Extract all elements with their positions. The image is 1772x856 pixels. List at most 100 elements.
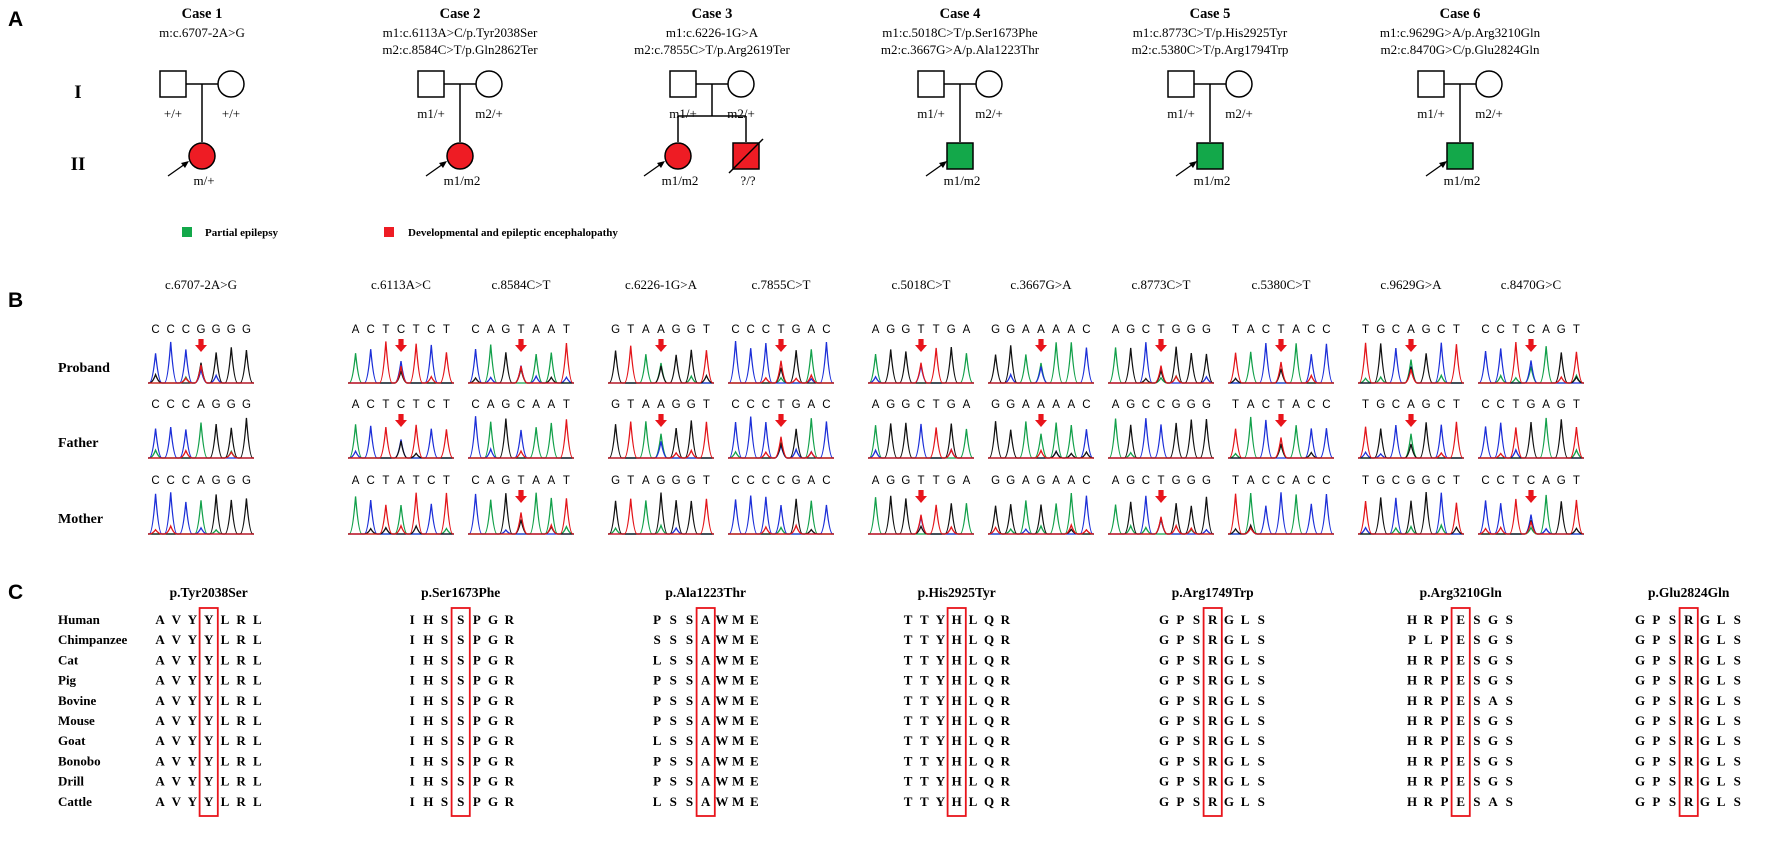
amino-acid: R — [1001, 612, 1011, 627]
amino-acid: E — [1456, 733, 1465, 748]
base-call: T — [1512, 324, 1519, 336]
amino-acid: S — [670, 673, 677, 688]
conserved-residue-box — [1450, 607, 1471, 817]
amino-acid: A — [701, 753, 711, 768]
amino-acid: Y — [936, 774, 946, 789]
amino-acid: G — [1700, 652, 1710, 667]
trace-g — [348, 524, 454, 535]
amino-acid: R — [1208, 774, 1218, 789]
amino-acid: G — [1488, 673, 1498, 688]
base-call: A — [657, 399, 665, 411]
amino-acid: S — [1258, 652, 1265, 667]
amino-acid: Y — [188, 612, 198, 627]
amino-acid: S — [686, 753, 693, 768]
base-call: T — [1232, 324, 1239, 336]
amino-acid: L — [1241, 612, 1250, 627]
amino-acid: P — [473, 794, 481, 809]
amino-acid: S — [1473, 774, 1480, 789]
proband-arrow — [643, 163, 662, 177]
variant-arrow-head — [1155, 496, 1167, 503]
amino-acid: G — [488, 794, 498, 809]
amino-acid: T — [904, 774, 913, 789]
base-call: T — [382, 399, 389, 411]
base-call: A — [1542, 399, 1550, 411]
amino-acid: P — [653, 612, 661, 627]
amino-acid: S — [1473, 733, 1480, 748]
amino-acid: R — [1684, 612, 1694, 627]
amino-acid: S — [1258, 673, 1265, 688]
amino-acid: W — [715, 753, 728, 768]
trace-c — [728, 495, 834, 535]
base-call: G — [947, 324, 956, 336]
base-call: A — [807, 399, 815, 411]
trace-c — [468, 416, 574, 459]
amino-acid: R — [1001, 794, 1011, 809]
amino-acid: Q — [984, 673, 994, 688]
amino-acid: L — [221, 652, 230, 667]
amino-acid: Y — [188, 794, 198, 809]
amino-acid: G — [488, 774, 498, 789]
amino-acid: G — [1488, 733, 1498, 748]
pedigree-case-3: Case 3m1:c.6226-1G>Am2:c.7855C>T/p.Arg26… — [634, 6, 790, 188]
case-title: Case 5 — [1190, 6, 1231, 22]
base-call: A — [1067, 475, 1075, 487]
amino-acid: E — [750, 693, 759, 708]
amino-acid: V — [172, 693, 182, 708]
trace-c — [1228, 492, 1334, 535]
amino-acid: S — [1473, 632, 1480, 647]
base-call: T — [1573, 475, 1580, 487]
trace-c — [868, 423, 974, 459]
base-call: G — [991, 475, 1000, 487]
legend-label-dee: Developmental and epileptic encephalopat… — [408, 227, 618, 239]
amino-acid: L — [969, 673, 978, 688]
amino-acid: S — [670, 733, 677, 748]
amino-acid: G — [1159, 753, 1169, 768]
amino-acid: L — [969, 753, 978, 768]
base-call: G — [687, 475, 696, 487]
base-call: C — [167, 475, 175, 487]
amino-acid: A — [155, 632, 165, 647]
base-call: A — [1022, 475, 1030, 487]
amino-acid: Y — [936, 632, 946, 647]
amino-acid: R — [236, 693, 246, 708]
base-call: C — [1142, 399, 1150, 411]
legend-label-partial-epilepsy: Partial epilepsy — [205, 227, 279, 239]
base-call: G — [501, 324, 510, 336]
amino-acid: S — [686, 774, 693, 789]
base-call: G — [886, 324, 895, 336]
amino-acid: L — [253, 652, 262, 667]
base-call: C — [731, 399, 739, 411]
amino-acid: G — [1700, 632, 1710, 647]
amino-acid: H — [1407, 693, 1417, 708]
amino-acid: G — [1635, 794, 1645, 809]
amino-acid: E — [1456, 753, 1465, 768]
trace-t — [868, 347, 974, 384]
father-genotype: m1/+ — [917, 106, 945, 121]
amino-acid: H — [423, 733, 433, 748]
amino-acid: I — [410, 733, 415, 748]
amino-acid: R — [236, 652, 246, 667]
sanger-variant-label: c.8470G>C — [1501, 277, 1561, 292]
amino-acid: H — [952, 632, 962, 647]
species-label: Pig — [58, 673, 77, 688]
amino-acid: G — [1159, 774, 1169, 789]
pedigree-panel: Case 1m:c.6707-2A>G+/++/+m/+Case 2m1:c.6… — [159, 6, 1540, 188]
amino-acid: G — [1635, 713, 1645, 728]
amino-acid: G — [1224, 612, 1234, 627]
father-genotype: m1/+ — [669, 106, 697, 121]
base-call: A — [487, 399, 495, 411]
amino-acid: W — [715, 632, 728, 647]
amino-acid: E — [1456, 673, 1465, 688]
amino-acid: T — [920, 632, 929, 647]
amino-acid: L — [969, 774, 978, 789]
amino-acid: Y — [936, 753, 946, 768]
amino-acid: G — [488, 652, 498, 667]
base-call: C — [1082, 399, 1090, 411]
amino-acid: S — [1734, 693, 1741, 708]
affected-female-symbol — [664, 142, 692, 170]
